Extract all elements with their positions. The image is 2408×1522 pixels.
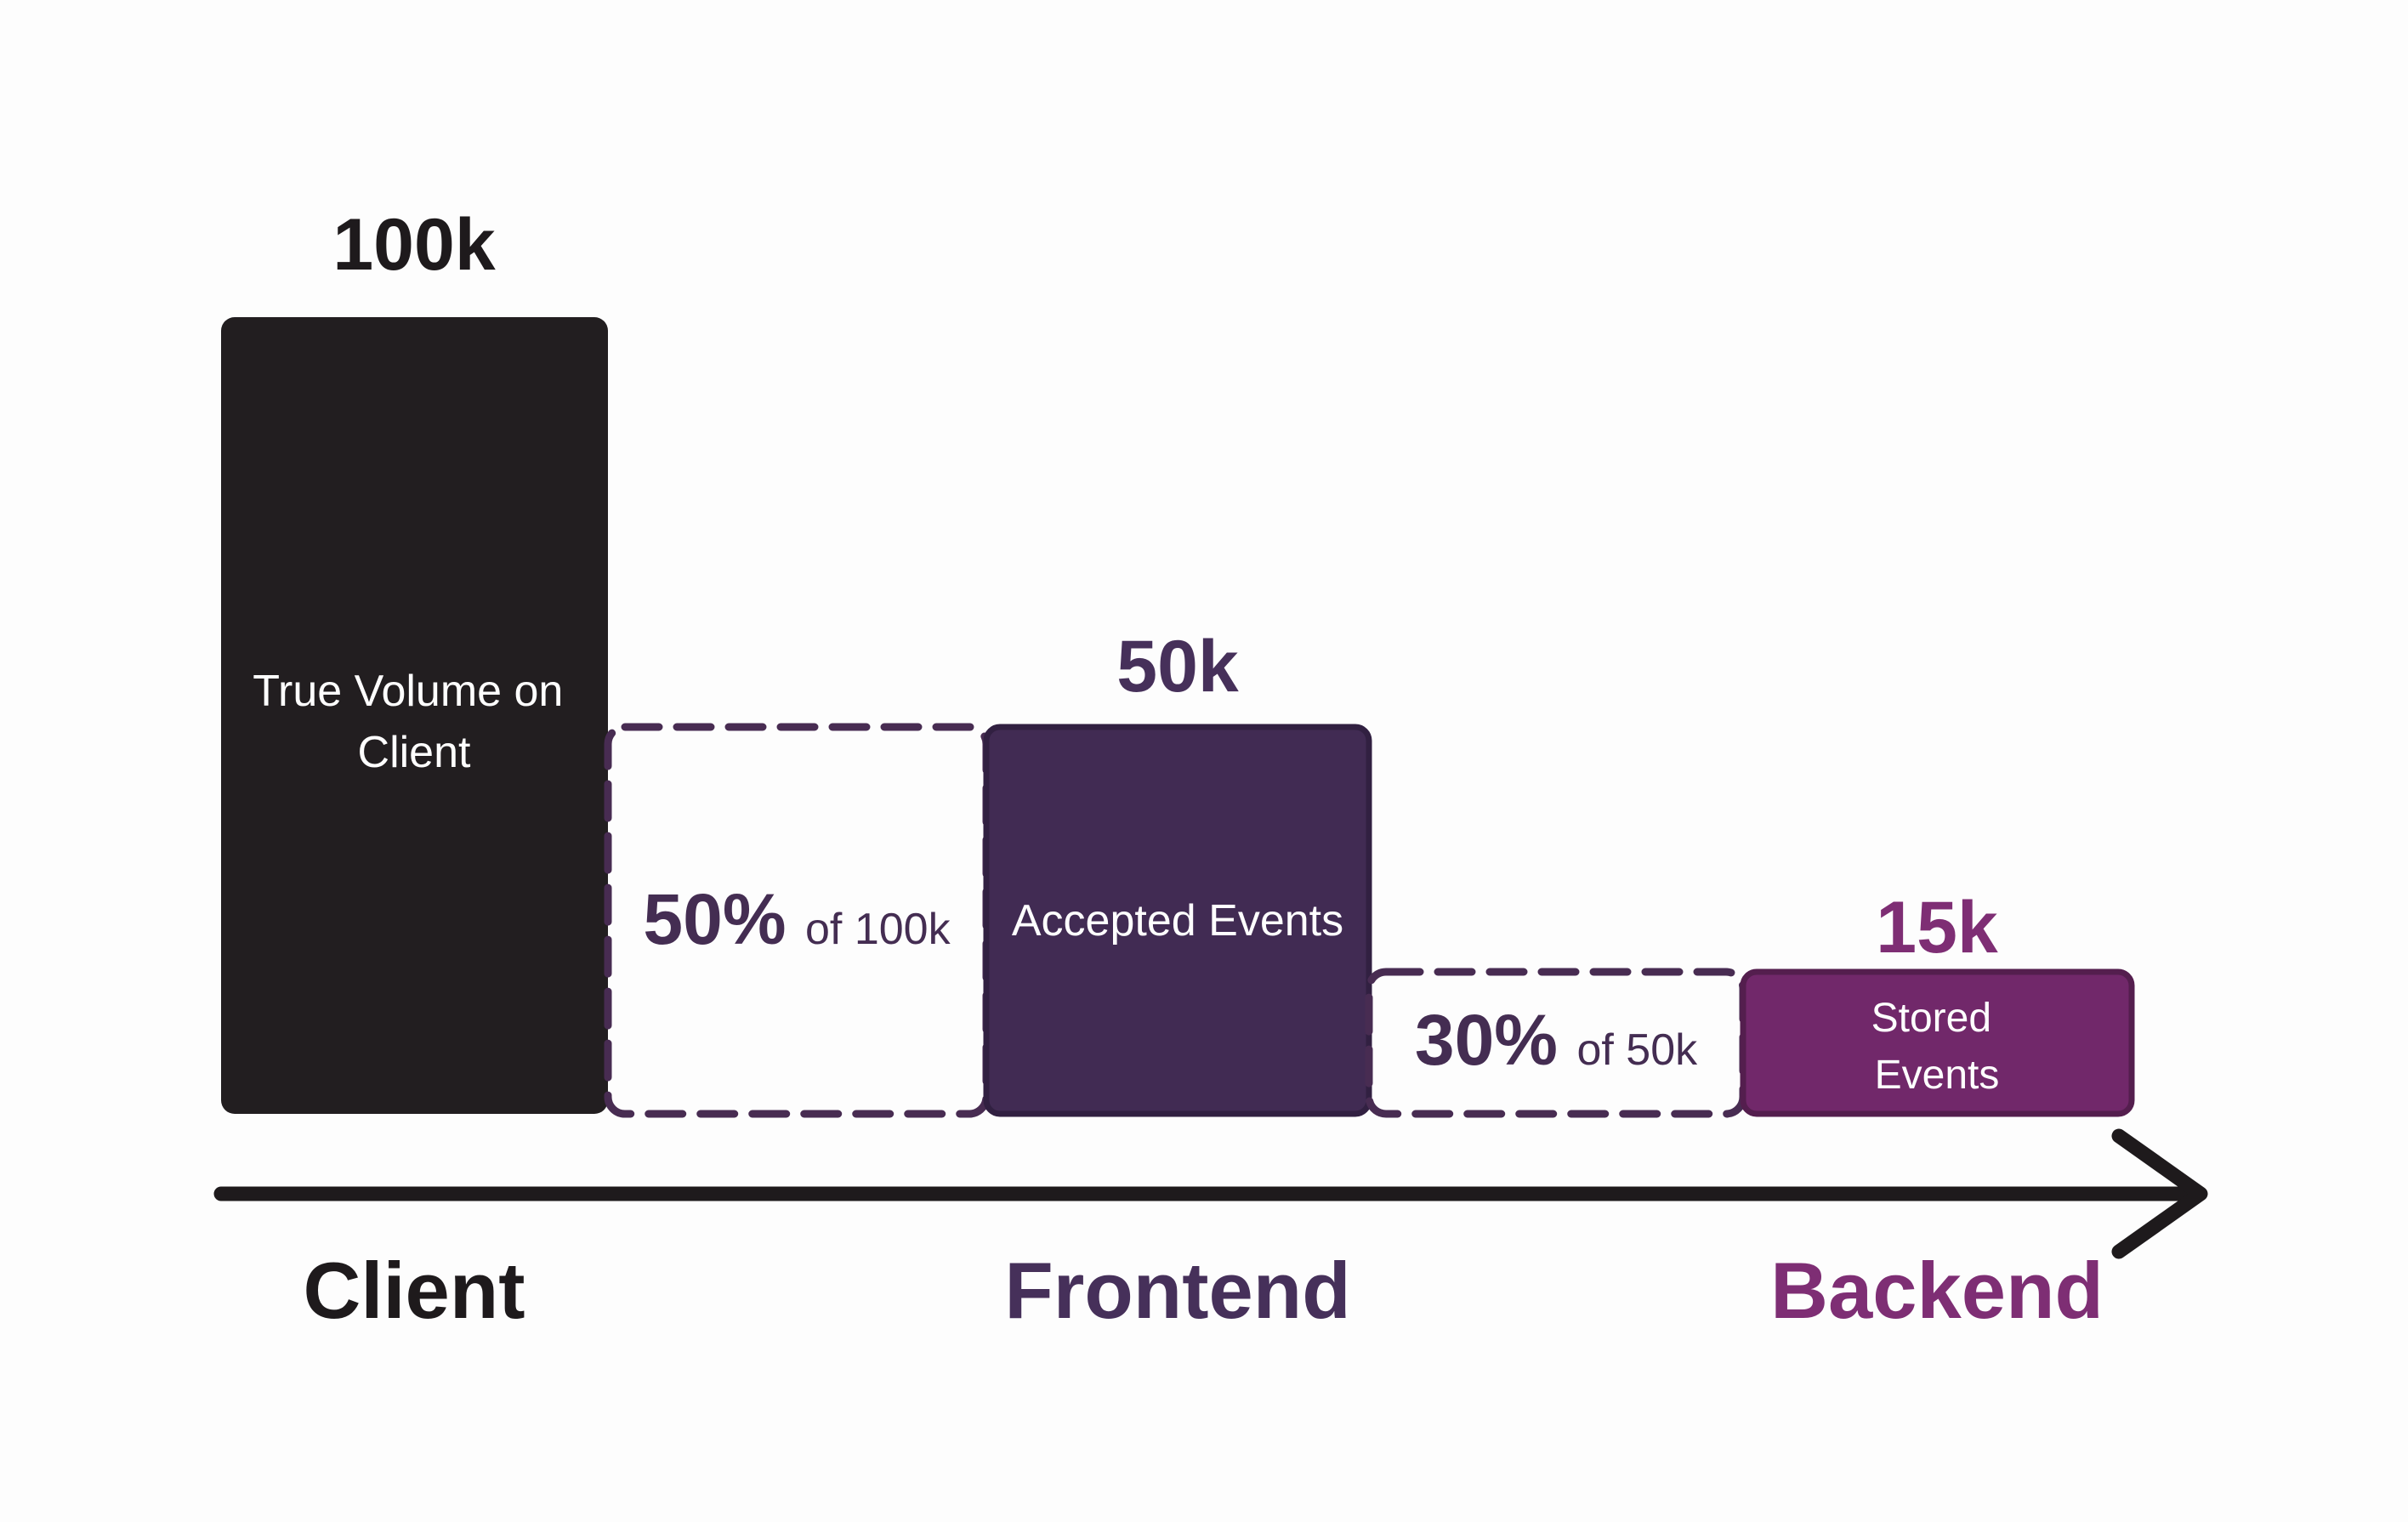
backend-bar-label: Stored Events [1871, 996, 2003, 1098]
backend-bar-label-line2: Events [1875, 1053, 2000, 1098]
drop-label-frontend-to-backend: 30% of 50k [1415, 1000, 1698, 1080]
backend-value-label: 15k [1876, 887, 1998, 968]
flow-arrow-head [2111, 1128, 2208, 1259]
backend-bar [1740, 968, 2135, 1117]
drop-client-to-frontend-group: 50% of 100k [604, 723, 991, 1118]
stage-axis-labels: Client Frontend Backend [303, 1246, 2103, 1335]
client-value-label: 100k [332, 204, 495, 286]
stage-frontend-group: 50k Accepted Events [983, 626, 1372, 1117]
axis-label-client: Client [303, 1246, 525, 1335]
client-bar [221, 317, 608, 1114]
client-bar-label-line2: Client [358, 728, 471, 777]
drop-pct-client-to-frontend: 50% [643, 879, 786, 959]
frontend-bar-label: Accepted Events [1012, 896, 1343, 946]
frontend-value-label: 50k [1116, 626, 1239, 707]
drop-frontend-to-backend-group: 30% of 50k [1365, 968, 1747, 1118]
stage-backend-group: 15k Stored Events [1740, 887, 2135, 1117]
flow-arrow [213, 1128, 2208, 1259]
backend-bar-label-line1: Stored [1871, 996, 1991, 1041]
drop-pct-frontend-to-backend: 30% [1415, 1000, 1558, 1080]
client-bar-label: True Volume on Client [253, 667, 576, 777]
drop-of-client-to-frontend: of 100k [805, 905, 951, 954]
frontend-bar [983, 724, 1372, 1117]
axis-label-frontend: Frontend [1004, 1246, 1350, 1335]
drop-label-client-to-frontend: 50% of 100k [643, 879, 951, 959]
axis-label-backend: Backend [1770, 1246, 2104, 1335]
stage-client-group: 100k True Volume on Client [221, 204, 608, 1114]
drop-of-frontend-to-backend: of 50k [1576, 1025, 1698, 1075]
client-bar-label-line1: True Volume on [253, 667, 563, 716]
